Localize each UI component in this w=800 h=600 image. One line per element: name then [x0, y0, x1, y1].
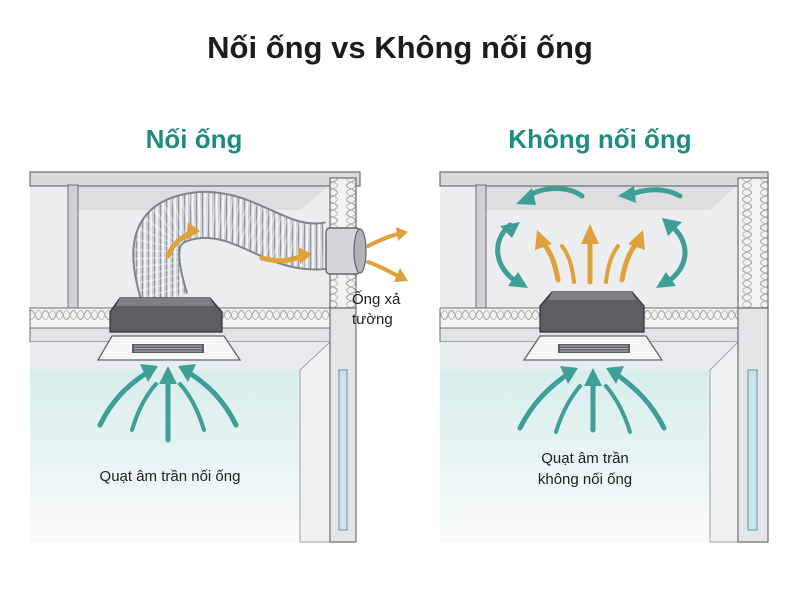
outside-exhaust-arrow-2: [366, 260, 400, 278]
intake-arrow-right: [185, 369, 239, 428]
room-side-wall: [299, 340, 331, 543]
circulation-arrow-right: [667, 222, 688, 283]
exhaust-arrow-right: [259, 253, 305, 264]
ductless-fan-label-line2: không nối ống: [537, 471, 633, 488]
room-side-wall: [709, 340, 739, 543]
intake-arrow-left: [517, 371, 571, 431]
circulation-arrow-top-right: [629, 187, 683, 199]
room-space: [440, 342, 738, 542]
window-glass: [747, 369, 758, 531]
intake-arrow-left: [97, 369, 151, 428]
ceiling-beam: [67, 184, 79, 309]
ducted-fan-label: Quạt âm trần nối ống: [99, 468, 241, 485]
roof-slab: [439, 171, 769, 187]
outside-exhaust-arrow-1: [366, 232, 400, 248]
right-panel-title: Không nối ống: [508, 124, 692, 154]
right-panel: [439, 171, 769, 543]
ceiling-beam: [475, 184, 487, 309]
ceiling-back-wall: [482, 185, 738, 210]
window-glass: [338, 369, 348, 531]
left-panel-title: Nối ống: [145, 124, 243, 154]
room-space: [30, 342, 330, 542]
wall-vent-label: Ống xả tường: [352, 290, 422, 330]
exterior-wall: [737, 177, 769, 309]
left-panel: [29, 171, 408, 543]
roof-slab: [29, 171, 361, 187]
ductless-fan-label-line1: Quạt âm trần: [541, 450, 629, 467]
intake-arrow-right: [613, 371, 667, 431]
ductless-fan-label: Quạt âm trần không nối ống: [500, 448, 670, 490]
wall-vent-label-line2: tường: [352, 311, 393, 328]
wall-vent-label-line1: Ống xả: [352, 291, 401, 308]
page-title: Nối ống vs Không nối ống: [207, 30, 593, 65]
